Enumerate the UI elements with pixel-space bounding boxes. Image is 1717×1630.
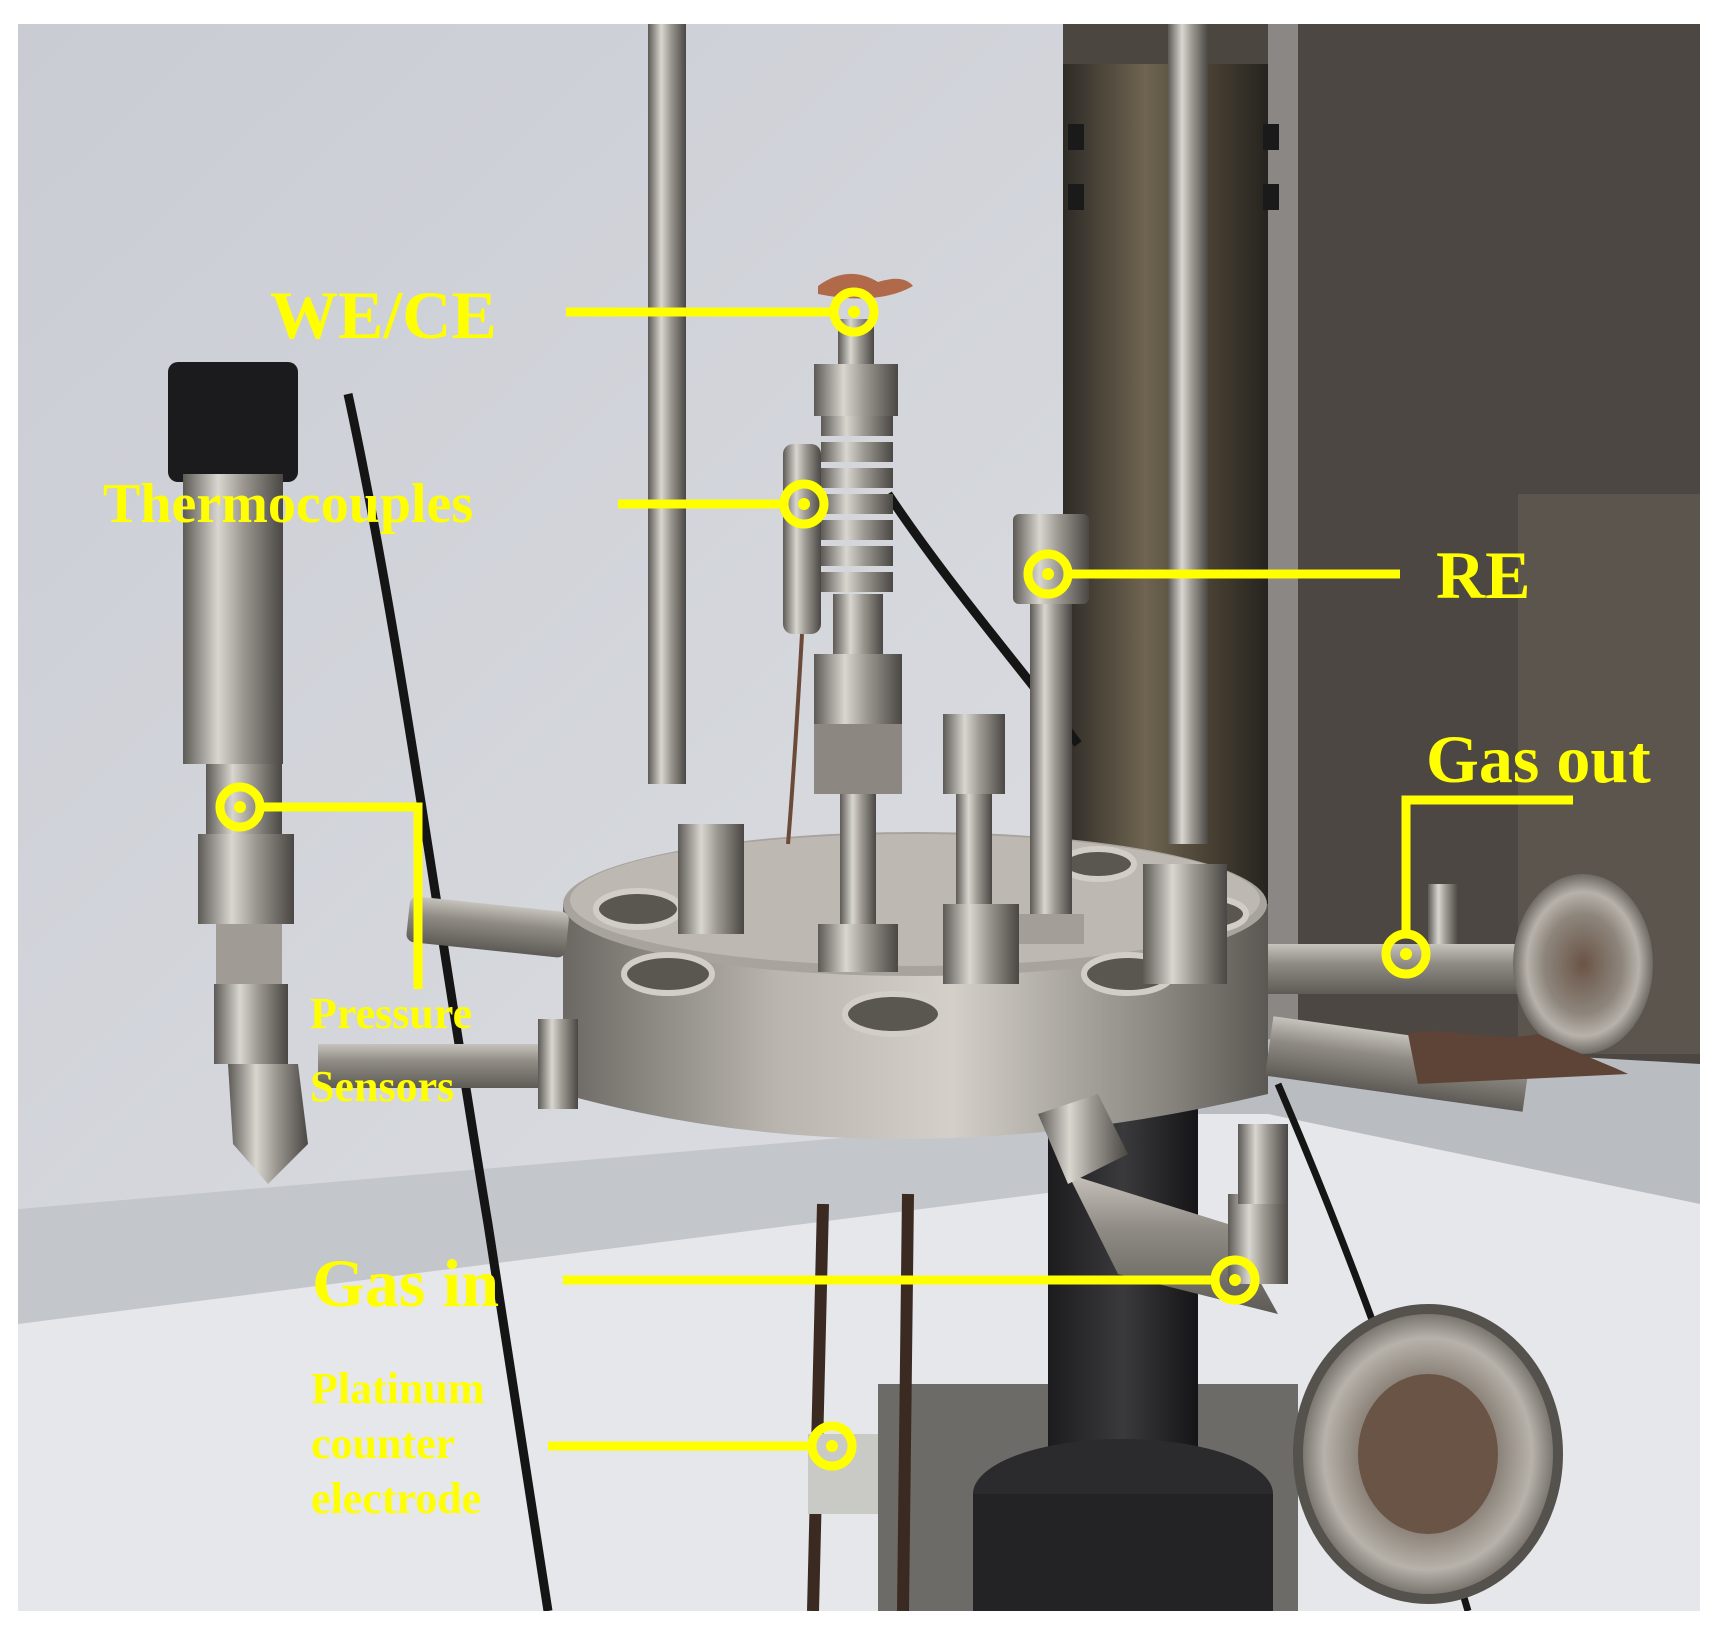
label-re: RE <box>1436 537 1531 613</box>
label-gas-in: Gas in <box>312 1245 500 1321</box>
apparatus-illustration <box>18 24 1700 1611</box>
label-we-ce: WE/CE <box>270 277 497 353</box>
label-pressure-sensors-line1: Pressure <box>310 989 473 1038</box>
label-thermocouples: Thermocouples <box>103 473 474 535</box>
label-platinum-line3: electrode <box>311 1474 482 1523</box>
label-pressure-sensors-line2: Sensors <box>310 1062 455 1111</box>
apparatus-photo: WE/CE Thermocouples RE Gas out Pressure … <box>18 24 1700 1611</box>
marker-dots <box>234 306 1412 1452</box>
label-platinum-line1: Platinum <box>311 1364 485 1413</box>
label-gas-out: Gas out <box>1426 721 1651 797</box>
label-platinum-line2: counter <box>311 1419 456 1468</box>
